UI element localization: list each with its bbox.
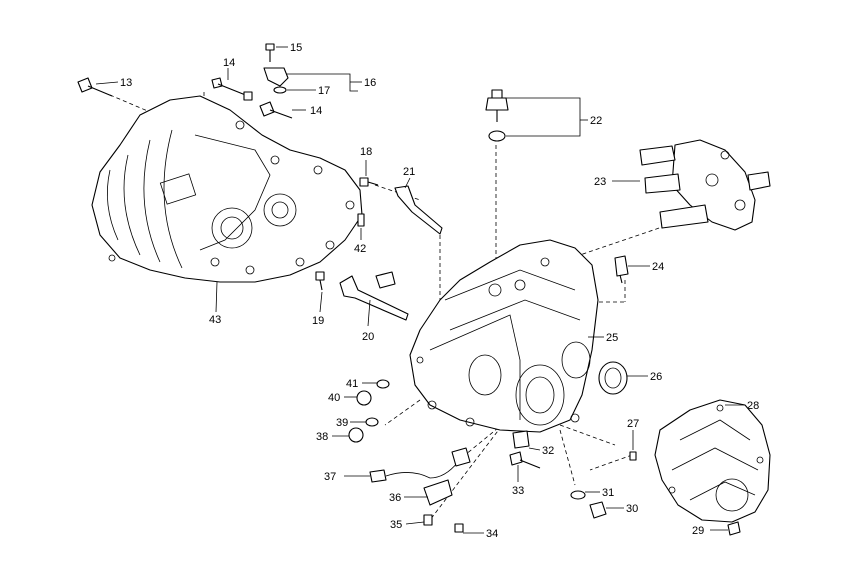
callout-24: 24 [652, 261, 664, 273]
callout-22: 22 [590, 115, 602, 127]
leader-lines [95, 46, 745, 534]
clutch-housing [91, 95, 363, 283]
callout-34: 34 [486, 528, 498, 540]
callout-35: 35 [390, 519, 402, 531]
callout-41: 41 [346, 378, 358, 390]
callout-19: 19 [312, 315, 324, 327]
callout-42: 42 [354, 243, 366, 255]
callout-26: 26 [650, 371, 662, 383]
callout-39: 39 [336, 417, 348, 429]
shift-rod-21 [394, 185, 443, 235]
callout-33: 33 [512, 485, 524, 497]
callout-43: 43 [209, 314, 221, 326]
callout-32: 32 [542, 445, 554, 457]
callout-18: 18 [360, 146, 372, 158]
callout-28: 28 [747, 400, 759, 412]
shift-control-assembly [639, 139, 771, 231]
callout-37: 37 [324, 471, 336, 483]
transmission-case [409, 239, 599, 433]
callout-21: 21 [403, 166, 415, 178]
callout-15: 15 [290, 42, 302, 54]
end-cover [654, 399, 771, 523]
callout-29: 29 [692, 525, 704, 537]
callout-38: 38 [316, 431, 328, 443]
callout-14-upper: 14 [223, 57, 235, 69]
callout-25: 25 [606, 332, 618, 344]
callout-23: 23 [594, 176, 606, 188]
callout-14-lower: 14 [310, 105, 322, 117]
callout-40: 40 [328, 392, 340, 404]
callout-30: 30 [626, 503, 638, 515]
oil-seal [598, 361, 628, 395]
callout-20: 20 [362, 331, 374, 343]
callout-17: 17 [318, 85, 330, 97]
callout-27: 27 [627, 418, 639, 430]
callout-13: 13 [120, 77, 132, 89]
callout-16: 16 [364, 77, 376, 89]
shift-fork-20 [339, 271, 409, 321]
callout-labels: 13 14 14 15 16 17 18 19 20 21 22 23 24 2… [120, 42, 759, 540]
callout-31: 31 [602, 487, 614, 499]
callout-36: 36 [389, 492, 401, 504]
